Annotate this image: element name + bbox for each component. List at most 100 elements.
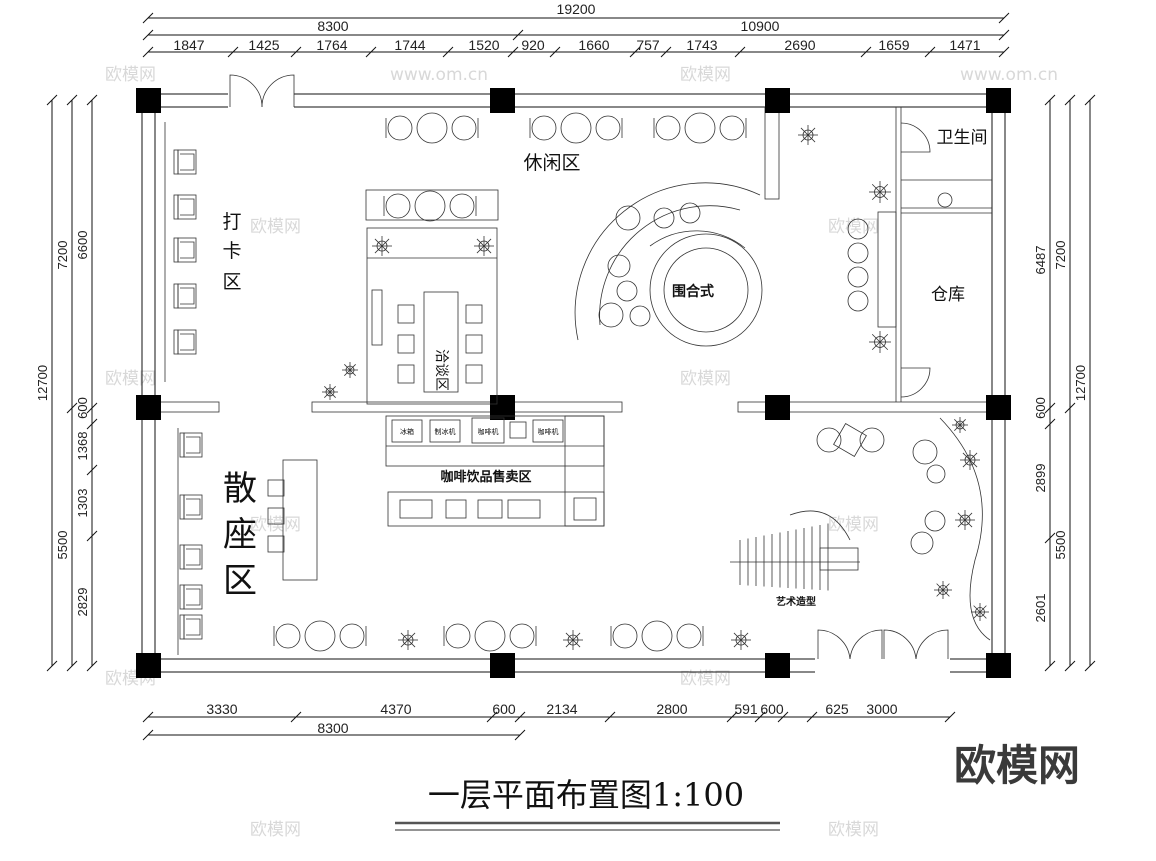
room-label-circular: 围合式: [672, 283, 714, 300]
round-table: [641, 620, 673, 652]
watermark: 欧模网: [105, 369, 156, 389]
dim-top-seg: 1425: [248, 37, 279, 53]
dim-right-total: 12700: [1073, 365, 1088, 401]
room-label-lounge: 座: [223, 515, 257, 555]
dim-right-lower-outer: 5500: [1053, 531, 1068, 560]
drawing-title: 一层平面布置图1:100: [428, 776, 744, 814]
dimension-tick: [1084, 94, 1096, 106]
dimension-tick: [86, 402, 98, 414]
brand-logo: 欧模网: [954, 741, 1080, 790]
room-label-negotiation: 洽谈区: [433, 349, 449, 391]
dim-bottom-seg: 591: [734, 701, 758, 717]
plant-pot: [964, 454, 976, 466]
dimension-tick: [1044, 418, 1056, 430]
dim-bottom-left: 8300: [317, 720, 348, 736]
round-table: [414, 190, 446, 222]
doors: [229, 74, 949, 660]
right-lounge-chairs: [816, 417, 991, 641]
dim-top-seg: 920: [521, 37, 545, 53]
coffee-counter: 冰箱 制冰机 咖啡机 咖啡机: [385, 415, 605, 527]
round-chair: [509, 623, 535, 649]
watermark: 欧模网: [828, 820, 879, 840]
seat-cushion: [180, 241, 195, 259]
seat-back: [179, 614, 185, 640]
watermark: www.om.cn: [960, 65, 1058, 85]
room-labels: 打 卡 区 休闲区 洽谈区 围合式 卫生间 仓库 散 座 区 咖啡饮品售卖区 艺…: [222, 128, 987, 608]
meeting-chair: [397, 364, 415, 384]
dimension-tick: [86, 660, 98, 672]
dimension-tick: [142, 729, 154, 741]
round-table: [416, 112, 448, 144]
checkin-bar-seats: [173, 149, 197, 355]
room-label-storage: 仓库: [931, 285, 965, 305]
dimension-tick: [442, 46, 454, 58]
dimension-tick: [754, 711, 766, 723]
dimension-tick: [290, 46, 302, 58]
seat-back: [179, 584, 185, 610]
seat-cushion: [186, 436, 201, 454]
dim-bottom-seg: 3000: [866, 701, 897, 717]
dimension-tick: [1084, 660, 1096, 672]
watermark-layer: 欧模网 欧模网 www.om.cn www.om.cn 欧模网 欧模网 欧模网 …: [105, 65, 1058, 840]
meeting-chair: [465, 334, 483, 354]
dim-top-seg: 1659: [878, 37, 909, 53]
dimension-tick: [365, 46, 377, 58]
seat-back: [179, 494, 185, 520]
seat-back: [179, 544, 185, 570]
dimension-tick: [142, 46, 154, 58]
dimension-tick: [726, 711, 738, 723]
room-label-checkin: 打: [222, 211, 241, 233]
plant-pot: [478, 240, 490, 252]
dimension-tick: [142, 711, 154, 723]
round-chair: [531, 115, 557, 141]
dimension-tick: [66, 402, 78, 414]
plant-pot: [345, 365, 355, 375]
dim-bottom-seg: 2800: [656, 701, 687, 717]
plant-pot: [567, 634, 579, 646]
plant-pot: [402, 634, 414, 646]
negotiation-room: [365, 189, 499, 405]
dimension-tick: [290, 711, 302, 723]
left-dimensions: 12700 7200 5500 6600 600 1368 1303 2829: [35, 94, 98, 672]
art-installation: [730, 510, 860, 591]
plant-pot: [735, 634, 747, 646]
dim-top-seg: 757: [636, 37, 660, 53]
dimension-tick: [660, 46, 672, 58]
plant-pot: [959, 514, 971, 526]
dim-top-seg: 1743: [686, 37, 717, 53]
dim-right-inner-seg: 2601: [1033, 594, 1048, 623]
plant-pot: [325, 387, 335, 397]
dim-top-left: 8300: [317, 18, 348, 34]
dimension-tick: [944, 711, 956, 723]
seat-back: [173, 237, 179, 263]
watermark: 欧模网: [105, 65, 156, 85]
dim-right-upper-outer: 7200: [1053, 241, 1068, 270]
round-chair: [445, 623, 471, 649]
equipment-label: 咖啡机: [478, 427, 499, 436]
watermark: 欧模网: [250, 820, 301, 840]
dimension-tick: [998, 46, 1010, 58]
dim-top-seg: 1744: [394, 37, 425, 53]
dim-top-seg: 2690: [784, 37, 815, 53]
plant-pot: [376, 240, 388, 252]
dimension-tick: [860, 46, 872, 58]
dim-left-inner-seg: 2829: [75, 588, 90, 617]
dim-left-inner-seg: 600: [75, 397, 90, 419]
watermark: 欧模网: [828, 217, 879, 237]
dim-top-total: 19200: [557, 1, 596, 17]
round-chair: [275, 623, 301, 649]
dimension-tick: [86, 530, 98, 542]
dimension-tick: [46, 94, 58, 106]
dimension-tick: [514, 711, 526, 723]
round-table: [304, 620, 336, 652]
dimension-tick: [86, 418, 98, 430]
dimension-tick: [924, 46, 936, 58]
round-table: [474, 620, 506, 652]
meeting-chair: [397, 304, 415, 324]
dimension-tick: [777, 711, 789, 723]
structural-columns: [136, 88, 1011, 678]
round-chair: [595, 115, 621, 141]
dim-right-upper-inner: 6487: [1033, 246, 1048, 275]
right-dimensions: 6487 600 2899 2601 7200 5500 12700: [1033, 94, 1096, 672]
dimension-tick: [86, 94, 98, 106]
